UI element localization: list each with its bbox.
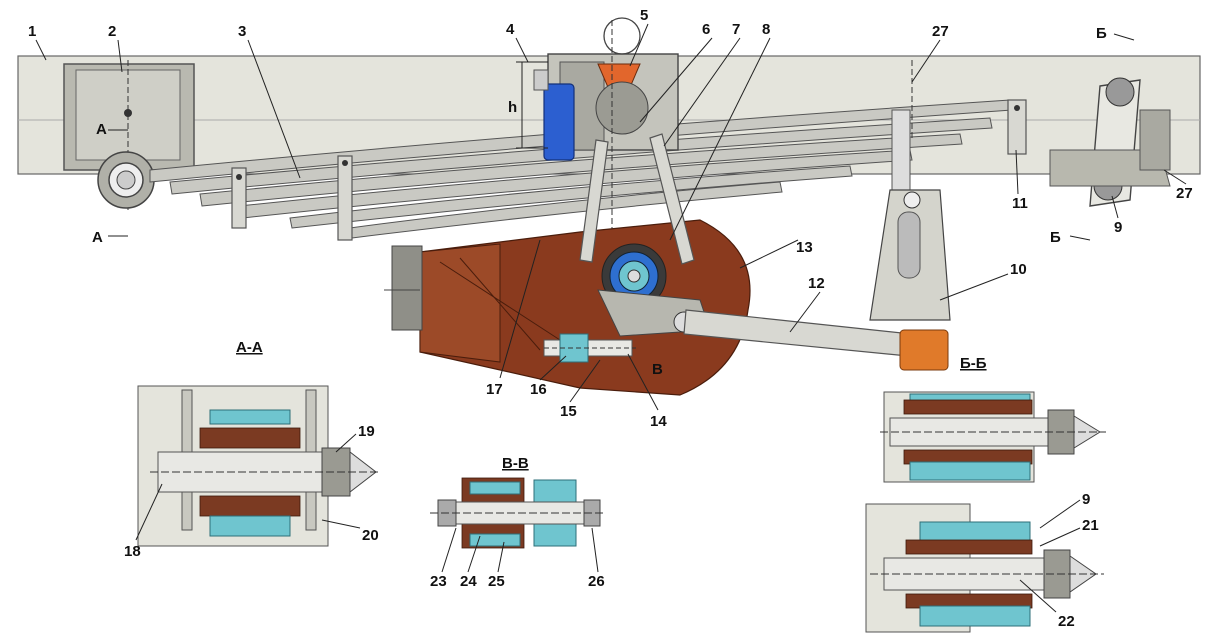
callout-18: 18 <box>124 543 141 560</box>
cut-mark-b-top: Б <box>1096 25 1107 42</box>
section-titles: А-А Б-Б В-В <box>236 339 987 472</box>
spring-clamp-rear <box>1007 99 1027 155</box>
reaction-rod-right <box>649 133 695 265</box>
callout-23: 23 <box>430 573 447 590</box>
section-title-bb: Б-Б <box>960 355 987 372</box>
callout-25: 25 <box>488 573 505 590</box>
section-bb-upper <box>880 391 1106 483</box>
cut-mark-v: В <box>652 361 663 378</box>
callout-8: 8 <box>762 21 770 38</box>
cut-mark-b-bottom: Б <box>1050 229 1061 246</box>
cut-mark-a-top: А <box>96 121 107 138</box>
axle-housing <box>384 219 751 396</box>
callout-11: 11 <box>1012 195 1028 212</box>
leaf-spring <box>149 99 1013 239</box>
callout-3: 3 <box>238 23 246 40</box>
reaction-rod-left <box>579 139 609 263</box>
section-bb-lower <box>865 503 1104 633</box>
callout-17: 17 <box>486 381 503 398</box>
spring-clamp-front <box>231 167 247 229</box>
callout-9b: 9 <box>1082 491 1090 508</box>
rear-shackle <box>1049 77 1171 207</box>
section-title-vv: В-В <box>502 455 529 472</box>
callout-2: 2 <box>108 23 116 40</box>
callout-20: 20 <box>362 527 379 544</box>
callout-21: 21 <box>1082 517 1099 534</box>
callout-19: 19 <box>358 423 375 440</box>
section-vv <box>430 477 606 549</box>
rear-hanger-bracket <box>869 60 951 321</box>
transverse-rod <box>683 309 949 371</box>
front-spring-eye <box>97 151 155 209</box>
height-dimension <box>516 61 548 149</box>
spring-clamp-mid <box>337 155 353 241</box>
callout-15: 15 <box>560 403 577 420</box>
section-aa <box>137 385 380 547</box>
callout-24: 24 <box>460 573 477 590</box>
callout-14: 14 <box>650 413 667 430</box>
callout-7: 7 <box>732 21 740 38</box>
leader-lines <box>35 23 1187 613</box>
callout-4: 4 <box>506 21 515 38</box>
shock-absorber <box>533 69 575 161</box>
callout-6: 6 <box>702 21 710 38</box>
callout-10: 10 <box>1010 261 1027 278</box>
callout-26: 26 <box>588 573 605 590</box>
callout-27b: 27 <box>1176 185 1193 202</box>
callout-16: 16 <box>530 381 547 398</box>
cut-mark-a-bottom: А <box>92 229 103 246</box>
section-title-aa: А-А <box>236 339 263 356</box>
callout-5: 5 <box>640 7 648 24</box>
dimension-h: h <box>508 99 517 116</box>
callout-22: 22 <box>1058 613 1075 630</box>
callout-13: 13 <box>796 239 813 256</box>
callout-27: 27 <box>932 23 949 40</box>
cut-marks: А А Б Б В h <box>92 25 1107 378</box>
callout-9: 9 <box>1114 219 1122 236</box>
callout-12: 12 <box>808 275 825 292</box>
callout-labels: 1 2 3 4 5 6 7 8 27 9 11 27 13 12 10 17 1… <box>28 7 1193 630</box>
pivot-pin-assembly <box>543 333 636 363</box>
callout-1: 1 <box>28 23 36 40</box>
